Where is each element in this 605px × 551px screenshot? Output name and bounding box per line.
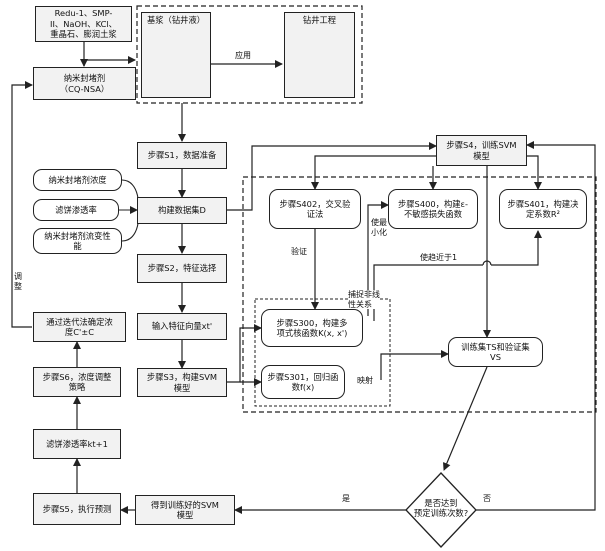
s301-box: 步骤S301，回归函 数f(x)	[261, 365, 345, 399]
approach-one-label: 使趋近于1	[420, 253, 457, 263]
yes-label: 是	[342, 494, 350, 504]
apply-label: 应用	[235, 51, 251, 61]
drilling-label: 钻井工程	[303, 15, 336, 25]
s400-box: 步骤S400，构建ε- 不敏感损失函数	[388, 189, 478, 229]
trainset-box: 训练集TS和验证集 VS	[448, 337, 543, 367]
s1-box: 步骤S1，数据准备	[137, 142, 227, 169]
adjust-label: 调 整	[14, 272, 22, 291]
s6-box: 步骤S6，浓度调整 策略	[33, 367, 121, 397]
mapping-label: 映射	[357, 376, 373, 386]
input-vector-box: 输入特征向量xt'	[137, 313, 227, 340]
iterative-concentration-box: 通过迭代法确定浓 度C'±C	[33, 312, 126, 342]
nano-agent-box: 纳米封堵剂 （CQ-NSA）	[33, 67, 136, 100]
capture-nonlinear-label: 捕捉非线 性关系	[348, 290, 380, 309]
cake-permeability-box: 滤饼渗透率kt+1	[33, 429, 121, 459]
s402-box: 步骤S402，交叉验 证法	[269, 189, 361, 229]
feature-concentration-box: 纳米封堵剂浓度	[33, 169, 122, 191]
drilling-box: 钻井工程	[284, 12, 355, 98]
dataset-box: 构建数据集D	[137, 197, 227, 224]
verify-label: 验证	[291, 247, 307, 257]
feature-rheology-box: 纳米封堵剂流变性 能	[33, 228, 122, 254]
minimize-label: 使最 小化	[371, 218, 387, 237]
s401-box: 步骤S401，构建决 定系数R²	[499, 189, 587, 229]
base-slurry-label: 基浆（钻井液）	[147, 15, 205, 25]
no-label: 否	[483, 494, 491, 504]
s4-box: 步骤S4，训练SVM 模型	[436, 135, 527, 166]
decision-text: 是否达到 预定训练次数?	[412, 499, 470, 519]
materials-box: Redu-1、SMP- II、NaOH、KCl、 重晶石、膨润土浆	[35, 6, 132, 42]
s3-box: 步骤S3，构建SVM 模型	[137, 368, 227, 397]
s2-box: 步骤S2，特征选择	[137, 254, 227, 283]
s300-box: 步骤S300，构建多 项式核函数K(x, x')	[261, 309, 363, 347]
base-slurry-box: 基浆（钻井液）	[141, 12, 211, 98]
s5-box: 步骤S5，执行预测	[33, 493, 121, 525]
feature-permeability-box: 滤饼渗透率	[33, 199, 119, 221]
trained-model-box: 得到训练好的SVM 模型	[135, 495, 235, 525]
